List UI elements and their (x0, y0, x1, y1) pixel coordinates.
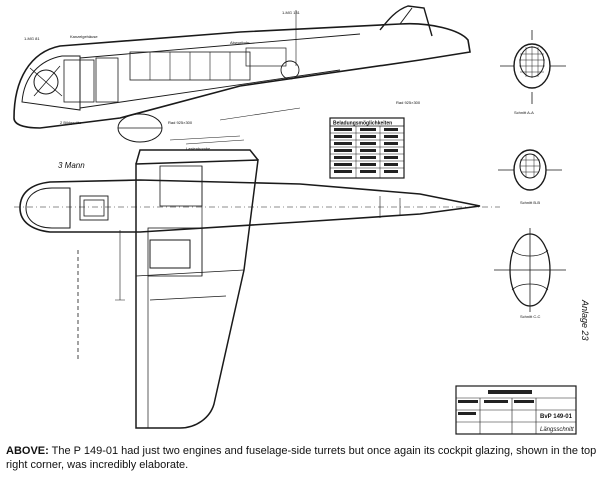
svg-text:Lastenbombe: Lastenbombe (186, 146, 211, 151)
vertical-annotation: Anlage 23 (580, 299, 590, 341)
svg-text:Abwurfrohr: Abwurfrohr (230, 40, 250, 45)
caption-text: The P 149-01 had just two engines and fu… (6, 445, 597, 471)
svg-text:Rad 925×300: Rad 925×300 (396, 100, 421, 105)
caption-lead: ABOVE: (6, 445, 49, 457)
technical-drawing: 1-MG 81 Kanzelgehäuse Abwurfrohr 1-MG 13… (13, 5, 590, 435)
svg-text:Schnitt B-B: Schnitt B-B (520, 200, 540, 205)
plan-view (14, 149, 500, 429)
caption: ABOVE: The P 149-01 had just two engines… (6, 444, 600, 472)
svg-text:Schnitt C-C: Schnitt C-C (520, 314, 541, 319)
load-table-header: Beladungsmöglichkeiten (333, 121, 392, 127)
svg-text:Schnitt A-A: Schnitt A-A (514, 110, 534, 115)
sheet-label: Längsschnitt (540, 427, 574, 433)
svg-text:1-MG 131: 1-MG 131 (282, 10, 301, 15)
cockpit-glazing-front-view: Schnitt A-A (500, 30, 566, 115)
svg-text:Kanzelgehäuse: Kanzelgehäuse (70, 34, 98, 39)
side-view: 1-MG 81 Kanzelgehäuse Abwurfrohr 1-MG 13… (13, 5, 471, 151)
svg-text:2 Bildgeräte: 2 Bildgeräte (60, 120, 82, 125)
svg-text:Rad 925×300: Rad 925×300 (168, 120, 193, 125)
crew-note: 3 Mann (58, 161, 85, 170)
svg-text:1-MG 81: 1-MG 81 (24, 36, 40, 41)
fuselage-cross-section: Schnitt C-C (494, 228, 566, 319)
drawing-number: BvP 149-01 (540, 414, 573, 420)
title-block: BvP 149-01 Längsschnitt (455, 385, 577, 435)
load-table: Beladungsmöglichkeiten (329, 117, 405, 179)
cockpit-glazing-section: Schnitt B-B (498, 149, 562, 205)
